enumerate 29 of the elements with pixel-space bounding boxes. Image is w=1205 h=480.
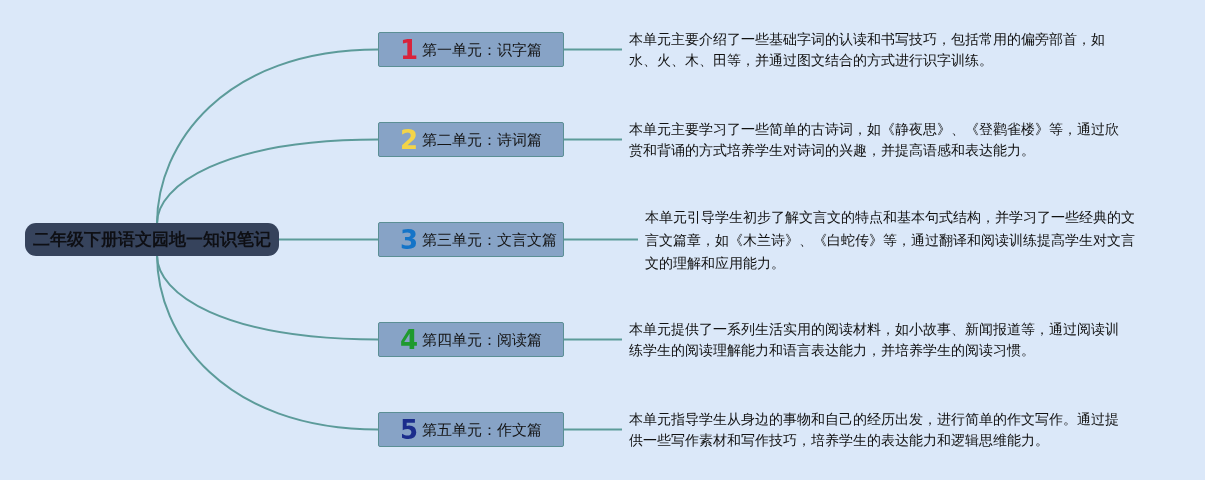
unit-title: 第四单元：阅读篇 <box>422 329 543 350</box>
topic-box <box>378 122 564 157</box>
topic-box <box>378 222 564 257</box>
description-text: 本单元提供了一系列生活实用的阅读材料，如小故事、新闻报道等，通过阅读训练学生的阅读理解能力和语言表达能力，并培养学生的阅读习惯。 <box>622 318 1126 361</box>
description-text: 本单元指导学生从身边的事物和自己的经历出发，进行简单的作文写作。通过提供一些写作素材和写作技巧，培养学生的表达能力和逻辑思维能力。 <box>622 408 1126 451</box>
topic-box <box>378 32 564 67</box>
unit-number: 3 <box>400 225 419 254</box>
unit-number: 5 <box>400 415 419 444</box>
branch-line <box>563 338 623 341</box>
description-text: 本单元引导学生初步了解文言文的特点和基本句式结构，并学习了一些经典的文言文篇章，如《木兰诗》、《白蛇传》等，通过翻译和阅读训练提高学生对文言文的理解和应用能力。 <box>638 205 1142 274</box>
topic-box <box>378 322 564 357</box>
branch-line <box>563 428 623 431</box>
branch-line <box>156 255 379 431</box>
branch-line <box>563 48 623 51</box>
description-text: 本单元主要学习了一些简单的古诗词，如《静夜思》、《登鹳雀楼》等，通过欣赏和背诵的方式培养学生对诗词的兴趣，并提高语感和表达能力。 <box>622 118 1126 161</box>
unit-title: 第一单元：识字篇 <box>422 39 543 60</box>
topic-box <box>378 412 564 447</box>
branch-line <box>563 238 639 241</box>
unit-title: 第三单元：文言文篇 <box>422 229 558 250</box>
branch-line <box>156 138 379 224</box>
branch-line <box>563 138 623 141</box>
central-topic: 二年级下册语文园地一知识笔记 <box>25 223 279 256</box>
description-text: 本单元主要介绍了一些基础字词的认读和书写技巧，包括常用的偏旁部首，如水、火、木、田等，并通过图文结合的方式进行识字训练。 <box>622 28 1126 71</box>
unit-number: 1 <box>400 35 419 64</box>
unit-title: 第五单元：作文篇 <box>422 419 543 440</box>
branch-line <box>278 238 379 241</box>
unit-title: 第二单元：诗词篇 <box>422 129 543 150</box>
unit-number: 2 <box>400 125 419 154</box>
unit-number: 4 <box>400 325 419 354</box>
